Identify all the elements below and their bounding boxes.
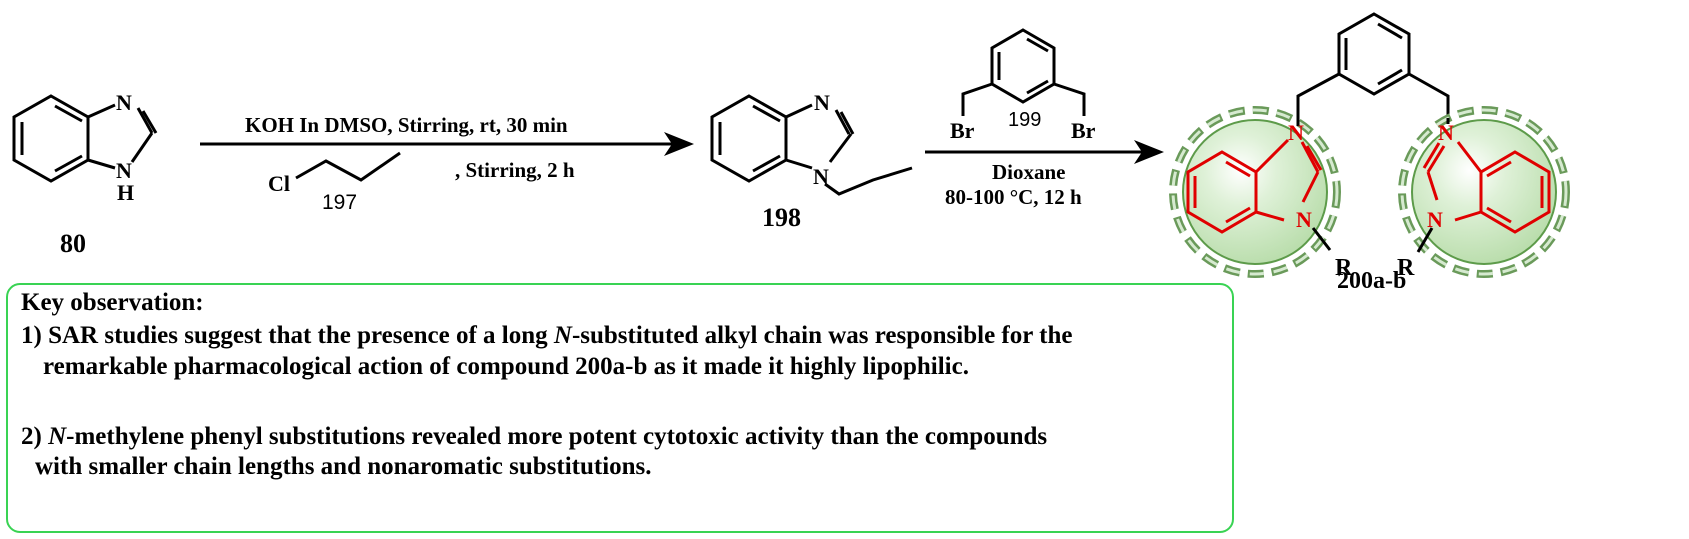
compound-label-198: 198 (762, 203, 801, 232)
reaction-arrow-1-head (664, 132, 694, 156)
atom-n-left: N (1288, 120, 1304, 145)
atom-nh-n: N (116, 158, 132, 183)
benzimidazole-80-structure (12, 94, 158, 183)
atom-n-right: N (1427, 207, 1443, 232)
atom-n-right: N (1438, 120, 1454, 145)
reaction-arrow-2-head (1134, 140, 1164, 164)
benzimidazole-right-highlight (1422, 141, 1551, 234)
atom-r-left: R (1335, 255, 1353, 281)
key-observation-box: Key observation: 1) SAR studies suggest … (6, 283, 1234, 533)
compound-label-197: 197 (322, 191, 357, 214)
observation-title: Key observation: (21, 289, 204, 316)
atom-br: Br (1071, 118, 1096, 143)
observation-text: -substituted alkyl chain was responsible… (571, 322, 1073, 349)
observation-text: 1) SAR studies suggest that the presence… (21, 322, 554, 349)
atom-nh-h: H (117, 180, 134, 205)
observation-text-italic: N (48, 423, 67, 450)
product-linker-structure (1296, 12, 1450, 118)
atom-n: N (116, 90, 132, 115)
atom-br: Br (950, 118, 975, 143)
step1-conditions-top: KOH In DMSO, Stirring, rt, 30 min (245, 113, 568, 137)
observation-text: 2) (21, 423, 49, 450)
atom-cl: Cl (268, 171, 290, 196)
atom-r-right: R (1397, 255, 1415, 281)
observation-point1-line1: 1) SAR studies suggest that the presence… (21, 322, 1072, 350)
r-bond-left (1311, 227, 1332, 251)
observation-point1-line2: remarkable pharmacological action of com… (43, 353, 969, 380)
observation-text-italic: N (553, 322, 572, 349)
step1-conditions-bottom: , Stirring, 2 h (455, 158, 575, 182)
observation-point2-line2: with smaller chain lengths and nonaromat… (35, 453, 652, 480)
propyl-chloride-chain (295, 151, 401, 182)
observation-point2-line1: 2) N-methylene phenyl substitutions reve… (21, 423, 1047, 451)
step2-solvent: Dioxane (992, 160, 1066, 184)
dibromide-199-structure (961, 28, 1086, 116)
r-bond-right (1416, 227, 1434, 253)
atom-n-left: N (1296, 207, 1312, 232)
compound-label-200ab: 200a-b (1337, 268, 1406, 294)
step2-conditions: 80-100 °C, 12 h (945, 185, 1082, 209)
compound-label-199: 199 (1008, 109, 1041, 131)
atom-n: N (814, 90, 830, 115)
propyl-benzimidazole-198-structure (710, 94, 913, 196)
benzimidazole-left-highlight (1186, 138, 1323, 234)
observation-text: -methylene phenyl substitutions revealed… (66, 423, 1048, 450)
compound-label-80: 80 (60, 229, 86, 258)
atom-n: N (813, 164, 829, 189)
